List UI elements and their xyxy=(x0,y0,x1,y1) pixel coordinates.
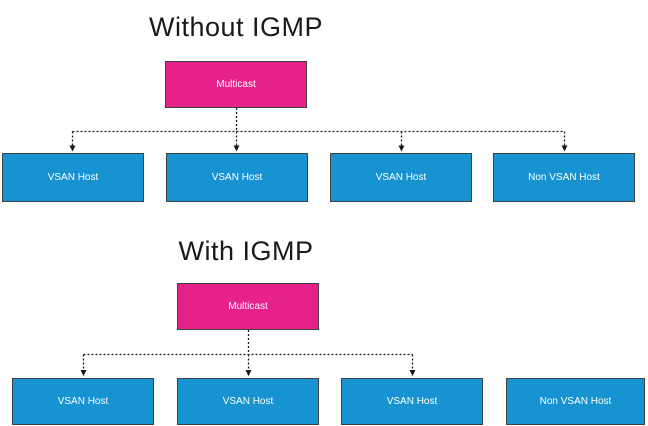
multicast-node-1: Multicast xyxy=(165,61,307,108)
host-node-1-3: VSAN Host xyxy=(330,153,472,202)
host-node-1-1: VSAN Host xyxy=(2,153,144,202)
diagram-title-without-igmp: Without IGMP xyxy=(148,12,324,42)
multicast-node-2: Multicast xyxy=(177,283,319,330)
diagram-title-with-igmp: With IGMP xyxy=(178,236,314,266)
host-node-2-3: VSAN Host xyxy=(341,378,483,425)
host-node-2-2: VSAN Host xyxy=(177,378,319,425)
host-node-1-4-non-vsan: Non VSAN Host xyxy=(493,153,635,202)
host-node-2-1: VSAN Host xyxy=(12,378,154,425)
host-node-1-2: VSAN Host xyxy=(166,153,308,202)
host-node-2-4-non-vsan: Non VSAN Host xyxy=(506,378,645,425)
